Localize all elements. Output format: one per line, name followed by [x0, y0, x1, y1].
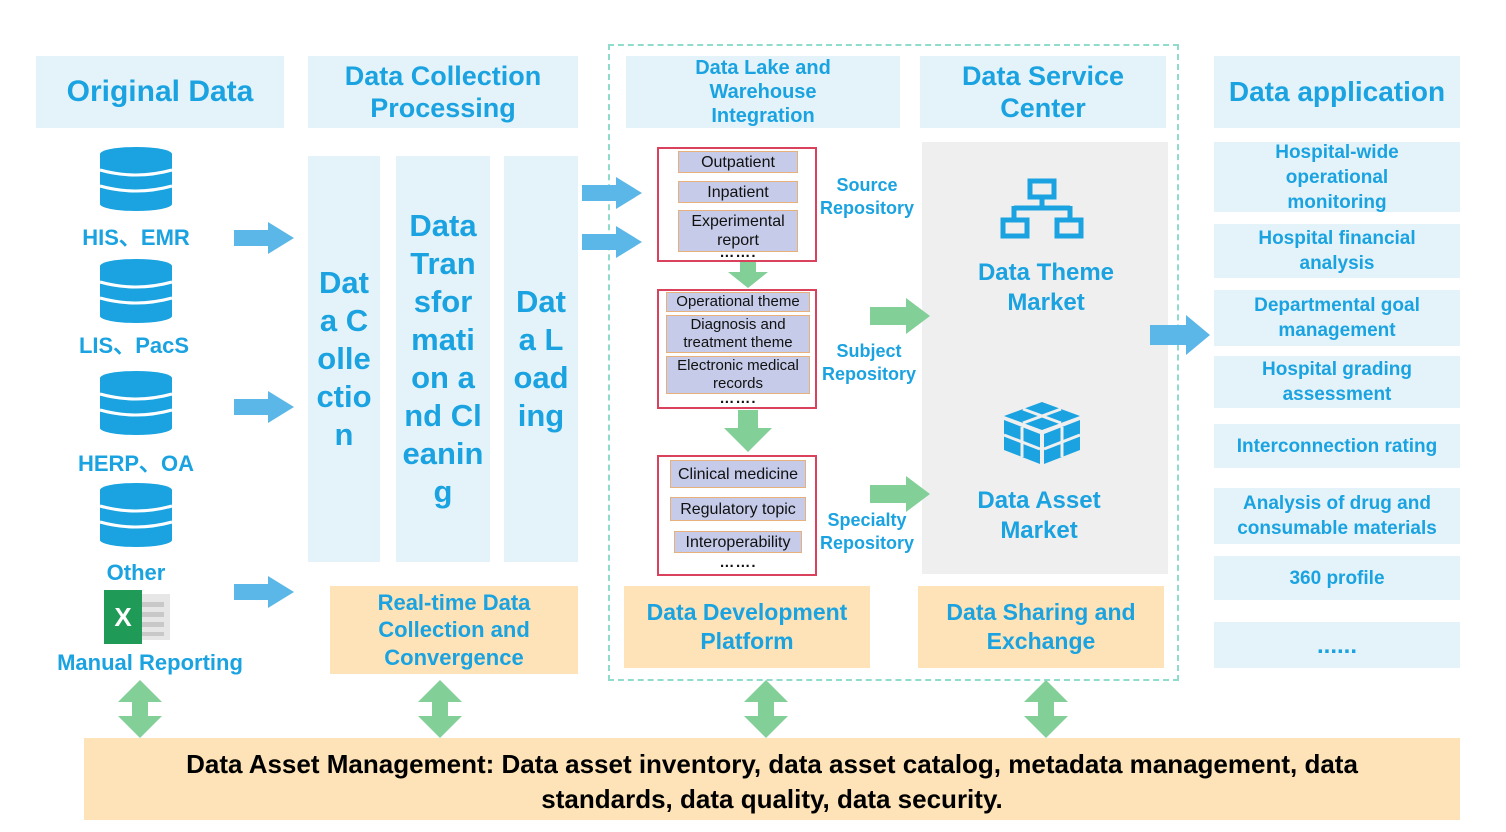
- service-center-panel: [922, 142, 1168, 574]
- arrow-right-icon: [582, 226, 642, 258]
- repo-more: …….: [719, 390, 757, 407]
- repo-item: Diagnosis and treatment theme: [666, 315, 810, 353]
- application-item: Analysis of drug and consumable material…: [1214, 488, 1460, 544]
- arrow-right-icon: [1150, 315, 1210, 355]
- source-repository-label: Source Repository: [819, 175, 915, 218]
- data-sharing-exchange: Data Sharing and Exchange: [918, 586, 1164, 668]
- realtime-collection: Real-time Data Collection and Convergenc…: [330, 586, 578, 674]
- database-icon: [98, 146, 174, 212]
- svg-text:X: X: [114, 602, 132, 632]
- arrow-right-icon: [234, 391, 294, 423]
- arrow-down-icon: [728, 262, 768, 288]
- arrow-right-icon: [582, 177, 642, 209]
- process-transformation-cleaning: Data Transformation and Cleaning: [396, 156, 490, 562]
- application-item: Hospital grading assessment: [1214, 356, 1460, 408]
- repo-item: Electronic medical records: [666, 356, 810, 394]
- repo-item: Regulatory topic: [670, 497, 806, 521]
- data-theme-market: Data Theme Market: [977, 259, 1115, 316]
- cube-icon: [1000, 400, 1084, 466]
- arrow-right-icon: [234, 222, 294, 254]
- double-arrow-icon: [1024, 680, 1068, 738]
- repo-item: Inpatient: [678, 181, 798, 203]
- database-icon: [98, 258, 174, 324]
- repo-more: …….: [719, 244, 757, 261]
- double-arrow-icon: [418, 680, 462, 738]
- repo-item: Outpatient: [678, 151, 798, 173]
- arrow-down-icon: [724, 410, 772, 452]
- source-herp-oa: HERP、OA: [77, 451, 195, 476]
- arrow-right-icon: [234, 576, 294, 608]
- header-data-application: Data application: [1214, 56, 1460, 128]
- application-item: Interconnection rating: [1214, 424, 1460, 468]
- data-asset-market: Data Asset Market: [977, 487, 1101, 544]
- data-asset-management-bar: Data Asset Management: Data asset invent…: [84, 738, 1460, 820]
- application-item: Hospital financial analysis: [1214, 224, 1460, 278]
- application-item: Departmental goal management: [1214, 290, 1460, 346]
- org-chart-icon: [1000, 178, 1084, 242]
- arrow-right-icon: [870, 476, 930, 512]
- application-item: ......: [1214, 622, 1460, 668]
- repo-item: Interoperability: [674, 531, 802, 553]
- header-data-service-center: Data Service Center: [920, 56, 1166, 128]
- process-data-loading: Data Loading: [504, 156, 578, 562]
- database-icon: [98, 370, 174, 436]
- double-arrow-icon: [118, 680, 162, 738]
- repo-item: Operational theme: [666, 292, 810, 312]
- header-data-collection-processing: Data Collection Processing: [308, 56, 578, 128]
- arrow-right-icon: [870, 298, 930, 334]
- lake-dashed-frame: [608, 44, 1179, 681]
- source-manual-reporting: Manual Reporting: [57, 650, 243, 675]
- header-data-lake: Data Lake and Warehouse Integration: [626, 56, 900, 128]
- application-item: 360 profile: [1214, 556, 1460, 600]
- application-item: Hospital-wide operational monitoring: [1214, 142, 1460, 213]
- header-original-data: Original Data: [36, 56, 284, 128]
- repo-more: …….: [719, 554, 757, 571]
- double-arrow-icon: [744, 680, 788, 738]
- repo-item: Clinical medicine: [670, 460, 806, 488]
- database-icon: [98, 482, 174, 548]
- source-other: Other: [106, 560, 166, 585]
- subject-repository-label: Subject Repository: [821, 341, 917, 384]
- specialty-repository-label: Specialty Repository: [819, 510, 915, 553]
- data-development-platform: Data Development Platform: [624, 586, 870, 668]
- repo-item: Experimental report: [678, 210, 798, 252]
- source-lis-pacs: LIS、PacS: [78, 333, 190, 358]
- excel-icon: X: [102, 590, 172, 644]
- source-his-emr: HIS、EMR: [82, 225, 190, 250]
- process-data-collection: Data Collection: [308, 156, 380, 562]
